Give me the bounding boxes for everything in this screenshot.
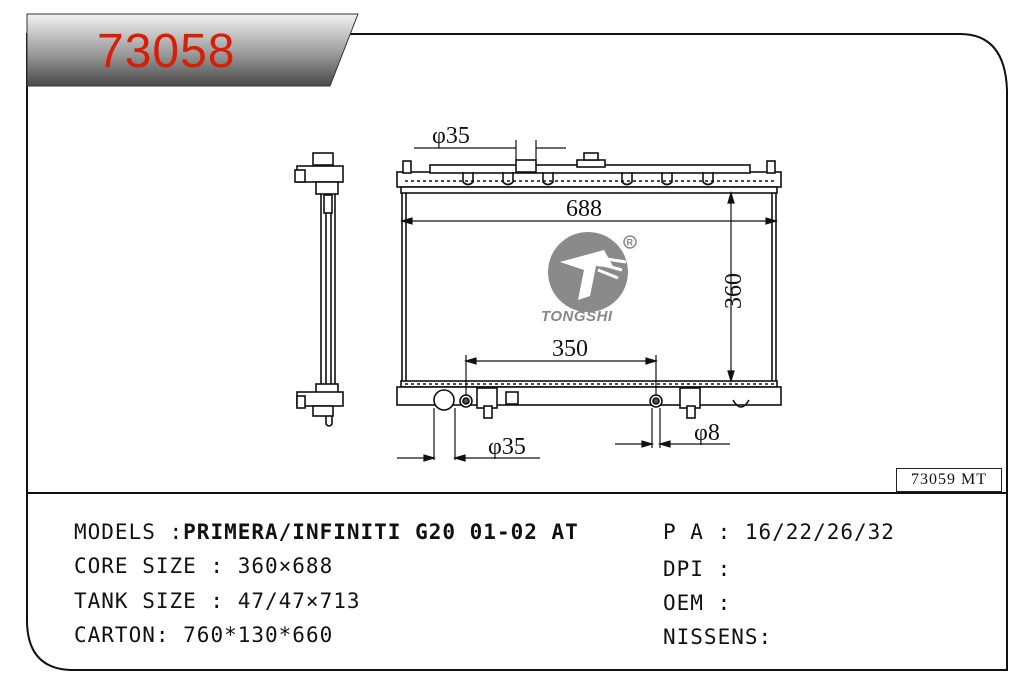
spec-tank-size: TANK SIZE : 47/47×713 xyxy=(74,589,361,613)
brand-logo: R TONGSHI xyxy=(541,232,637,325)
dim-inlet-diameter: φ35 xyxy=(432,123,470,149)
spec-models-value: PRIMERA/INFINITI G20 01-02 AT xyxy=(183,520,579,544)
dim-height: 360 xyxy=(721,273,747,309)
brand-name: TONGSHI xyxy=(541,308,613,325)
spec-tank-size-value: 47/47×713 xyxy=(237,589,361,613)
spec-nissens: NISSENS: xyxy=(663,625,772,649)
spec-pa-value: 16/22/26/32 xyxy=(744,520,895,544)
spec-nissens-label: NISSENS: xyxy=(663,625,773,649)
spec-models-label: MODELS : xyxy=(74,520,184,544)
spec-carton-label: CARTON: xyxy=(74,623,184,647)
spec-pa: P A : 16/22/26/32 xyxy=(663,520,895,544)
spec-core-size-label: CORE SIZE : xyxy=(74,554,238,578)
dimension-lines xyxy=(397,140,779,462)
spec-oem: OEM : xyxy=(663,591,731,615)
spec-core-size: CORE SIZE : 360×688 xyxy=(74,554,333,578)
part-number: 73058 xyxy=(97,25,236,78)
alt-part-code: 73059 MT xyxy=(896,468,1002,492)
registered-mark: R xyxy=(627,238,634,248)
dim-width: 688 xyxy=(566,196,602,222)
spec-dpi-label: DPI : xyxy=(663,557,732,581)
spec-oem-label: OEM : xyxy=(663,591,732,615)
spec-tank-size-label: TANK SIZE : xyxy=(74,589,238,613)
spec-carton: CARTON: 760*130*660 xyxy=(74,623,333,647)
spec-core-size-value: 360×688 xyxy=(237,554,334,578)
radiator-side-view xyxy=(294,152,344,427)
spec-models: MODELS :PRIMERA/INFINITI G20 01-02 AT xyxy=(74,520,579,544)
spec-carton-value: 760*130*660 xyxy=(183,623,334,647)
radiator-front-view xyxy=(396,152,782,419)
header-tab xyxy=(26,13,359,87)
spec-pa-label: P A : xyxy=(663,520,745,544)
registered-mark-icon xyxy=(623,235,637,249)
outer-border xyxy=(26,33,1008,671)
spec-dpi: DPI : xyxy=(663,557,731,581)
dim-small-fitting-diameter: φ8 xyxy=(694,420,720,446)
dim-fitting-spacing: 350 xyxy=(552,336,588,362)
dim-outlet-diameter: φ35 xyxy=(488,434,526,460)
